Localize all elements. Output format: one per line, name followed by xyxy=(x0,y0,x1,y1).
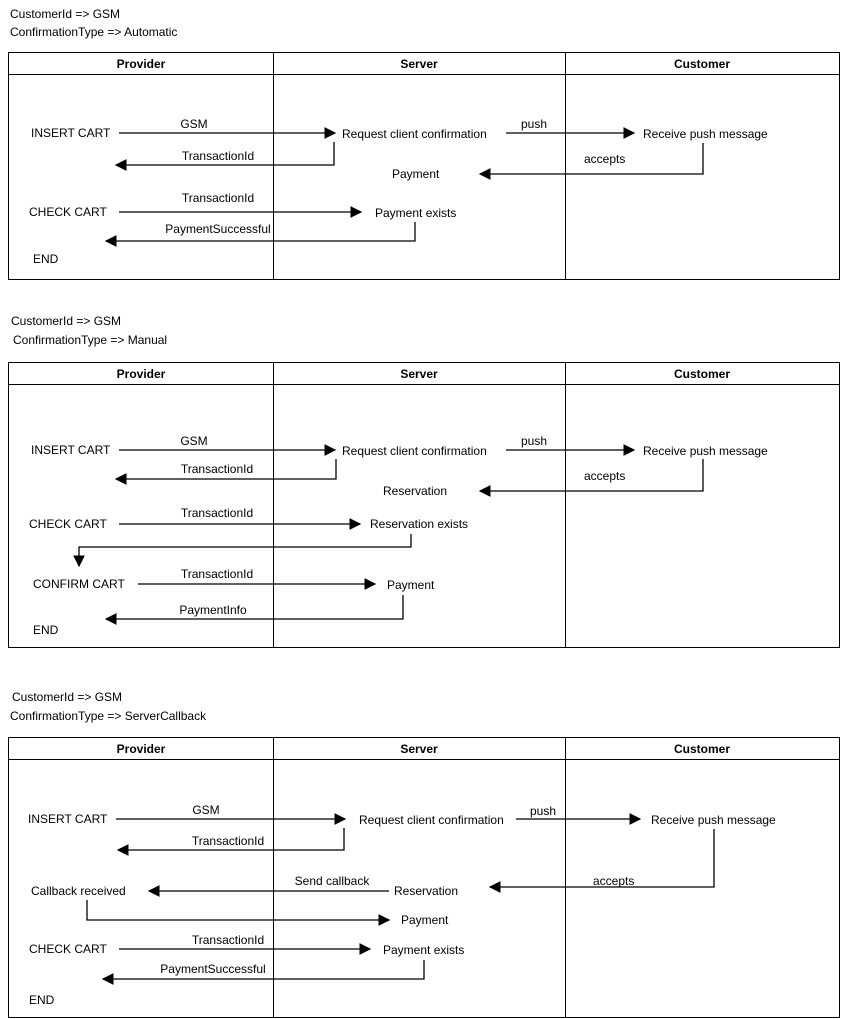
node-check-cart: CHECK CART xyxy=(29,205,107,219)
node-payment-exists: Payment exists xyxy=(375,206,457,220)
column-divider-provider-server xyxy=(273,738,274,1017)
message-label-push: push xyxy=(520,434,548,448)
panel2-confirmation-type: ConfirmationType => Manual xyxy=(13,333,168,347)
column-header-server: Server xyxy=(400,367,438,381)
message-label-accepts: accepts xyxy=(584,152,626,166)
message-label-paymentsuccessful: PaymentSuccessful xyxy=(165,222,271,236)
column-header-provider: Provider xyxy=(116,742,166,756)
node-reservation: Reservation xyxy=(383,484,448,498)
message-label-transactionid-2: TransactionId xyxy=(191,933,265,947)
message-label-gsm: GSM xyxy=(180,434,208,448)
node-confirm-cart: CONFIRM CART xyxy=(33,577,125,591)
column-header-provider: Provider xyxy=(116,57,166,71)
message-label-paymentinfo: PaymentInfo xyxy=(179,603,247,617)
node-receive-push: Receive push message xyxy=(643,127,768,141)
node-reservation: Reservation xyxy=(394,884,459,898)
message-label-transactionid-2: TransactionId xyxy=(180,506,254,520)
column-divider-provider-server xyxy=(273,363,274,647)
panel3-customer-id: CustomerId => GSM xyxy=(12,690,123,704)
column-header-customer: Customer xyxy=(673,742,731,756)
panel2-customer-id: CustomerId => GSM xyxy=(11,314,122,328)
node-payment-exists: Payment exists xyxy=(383,943,465,957)
node-end: END xyxy=(29,993,55,1007)
column-header-server: Server xyxy=(400,742,438,756)
message-label-gsm: GSM xyxy=(192,803,220,817)
column-divider-server-customer xyxy=(565,53,566,279)
message-label-transactionid-2: TransactionId xyxy=(181,191,255,205)
node-request-confirmation: Request client confirmation xyxy=(342,444,487,458)
arrows-layer xyxy=(86,813,715,985)
message-label-send-callback: Send callback xyxy=(294,874,370,888)
message-label-gsm: GSM xyxy=(180,117,208,131)
node-reservation-exists: Reservation exists xyxy=(370,517,469,531)
node-payment: Payment xyxy=(401,913,449,927)
panel1-customer-id: CustomerId => GSM xyxy=(10,7,121,21)
column-divider-server-customer xyxy=(565,738,566,1017)
message-label-push: push xyxy=(529,804,557,818)
node-payment: Payment xyxy=(387,578,435,592)
node-insert-cart: INSERT CART xyxy=(28,812,108,826)
panel1-confirmation-type: ConfirmationType => Automatic xyxy=(10,25,178,39)
node-check-cart: CHECK CART xyxy=(29,942,107,956)
column-header-customer: Customer xyxy=(673,367,731,381)
node-insert-cart: INSERT CART xyxy=(31,443,111,457)
header-row xyxy=(9,738,839,760)
arrow-paymentinfo-return xyxy=(104,595,404,625)
message-label-transactionid-1: TransactionId xyxy=(191,834,265,848)
header-row xyxy=(9,363,839,385)
node-request-confirmation: Request client confirmation xyxy=(359,813,504,827)
diagram-servercallback: Provider Server Customer INSERT CART GSM… xyxy=(8,737,840,1018)
node-end: END xyxy=(33,623,59,637)
column-header-customer: Customer xyxy=(673,57,731,71)
node-end: END xyxy=(33,252,59,266)
arrow-to-confirm-cart xyxy=(73,534,412,568)
arrows-layer xyxy=(73,444,704,625)
message-label-transactionid-1: TransactionId xyxy=(180,462,254,476)
message-label-transactionid-3: TransactionId xyxy=(180,567,254,581)
node-receive-push: Receive push message xyxy=(643,444,768,458)
node-callback-received: Callback received xyxy=(31,884,126,898)
message-label-push: push xyxy=(520,117,548,131)
arrow-callback-to-payment xyxy=(86,900,391,926)
message-label-accepts: accepts xyxy=(593,874,635,888)
column-header-server: Server xyxy=(400,57,438,71)
message-label-accepts: accepts xyxy=(584,469,626,483)
panel3-confirmation-type: ConfirmationType => ServerCallback xyxy=(10,709,207,723)
diagram-automatic: Provider Server Customer INSERT CART GSM… xyxy=(8,52,840,280)
column-header-provider: Provider xyxy=(116,367,166,381)
node-insert-cart: INSERT CART xyxy=(31,126,111,140)
header-row xyxy=(9,53,839,75)
column-divider-provider-server xyxy=(273,53,274,279)
arrows-layer xyxy=(104,127,704,247)
message-label-transactionid-1: TransactionId xyxy=(181,149,255,163)
node-receive-push: Receive push message xyxy=(651,813,776,827)
node-payment: Payment xyxy=(392,167,440,181)
node-request-confirmation: Request client confirmation xyxy=(342,127,487,141)
column-divider-server-customer xyxy=(565,363,566,647)
diagram-manual: Provider Server Customer INSERT CART GSM… xyxy=(8,362,840,648)
message-label-paymentsuccessful: PaymentSuccessful xyxy=(160,962,266,976)
node-check-cart: CHECK CART xyxy=(29,517,107,531)
